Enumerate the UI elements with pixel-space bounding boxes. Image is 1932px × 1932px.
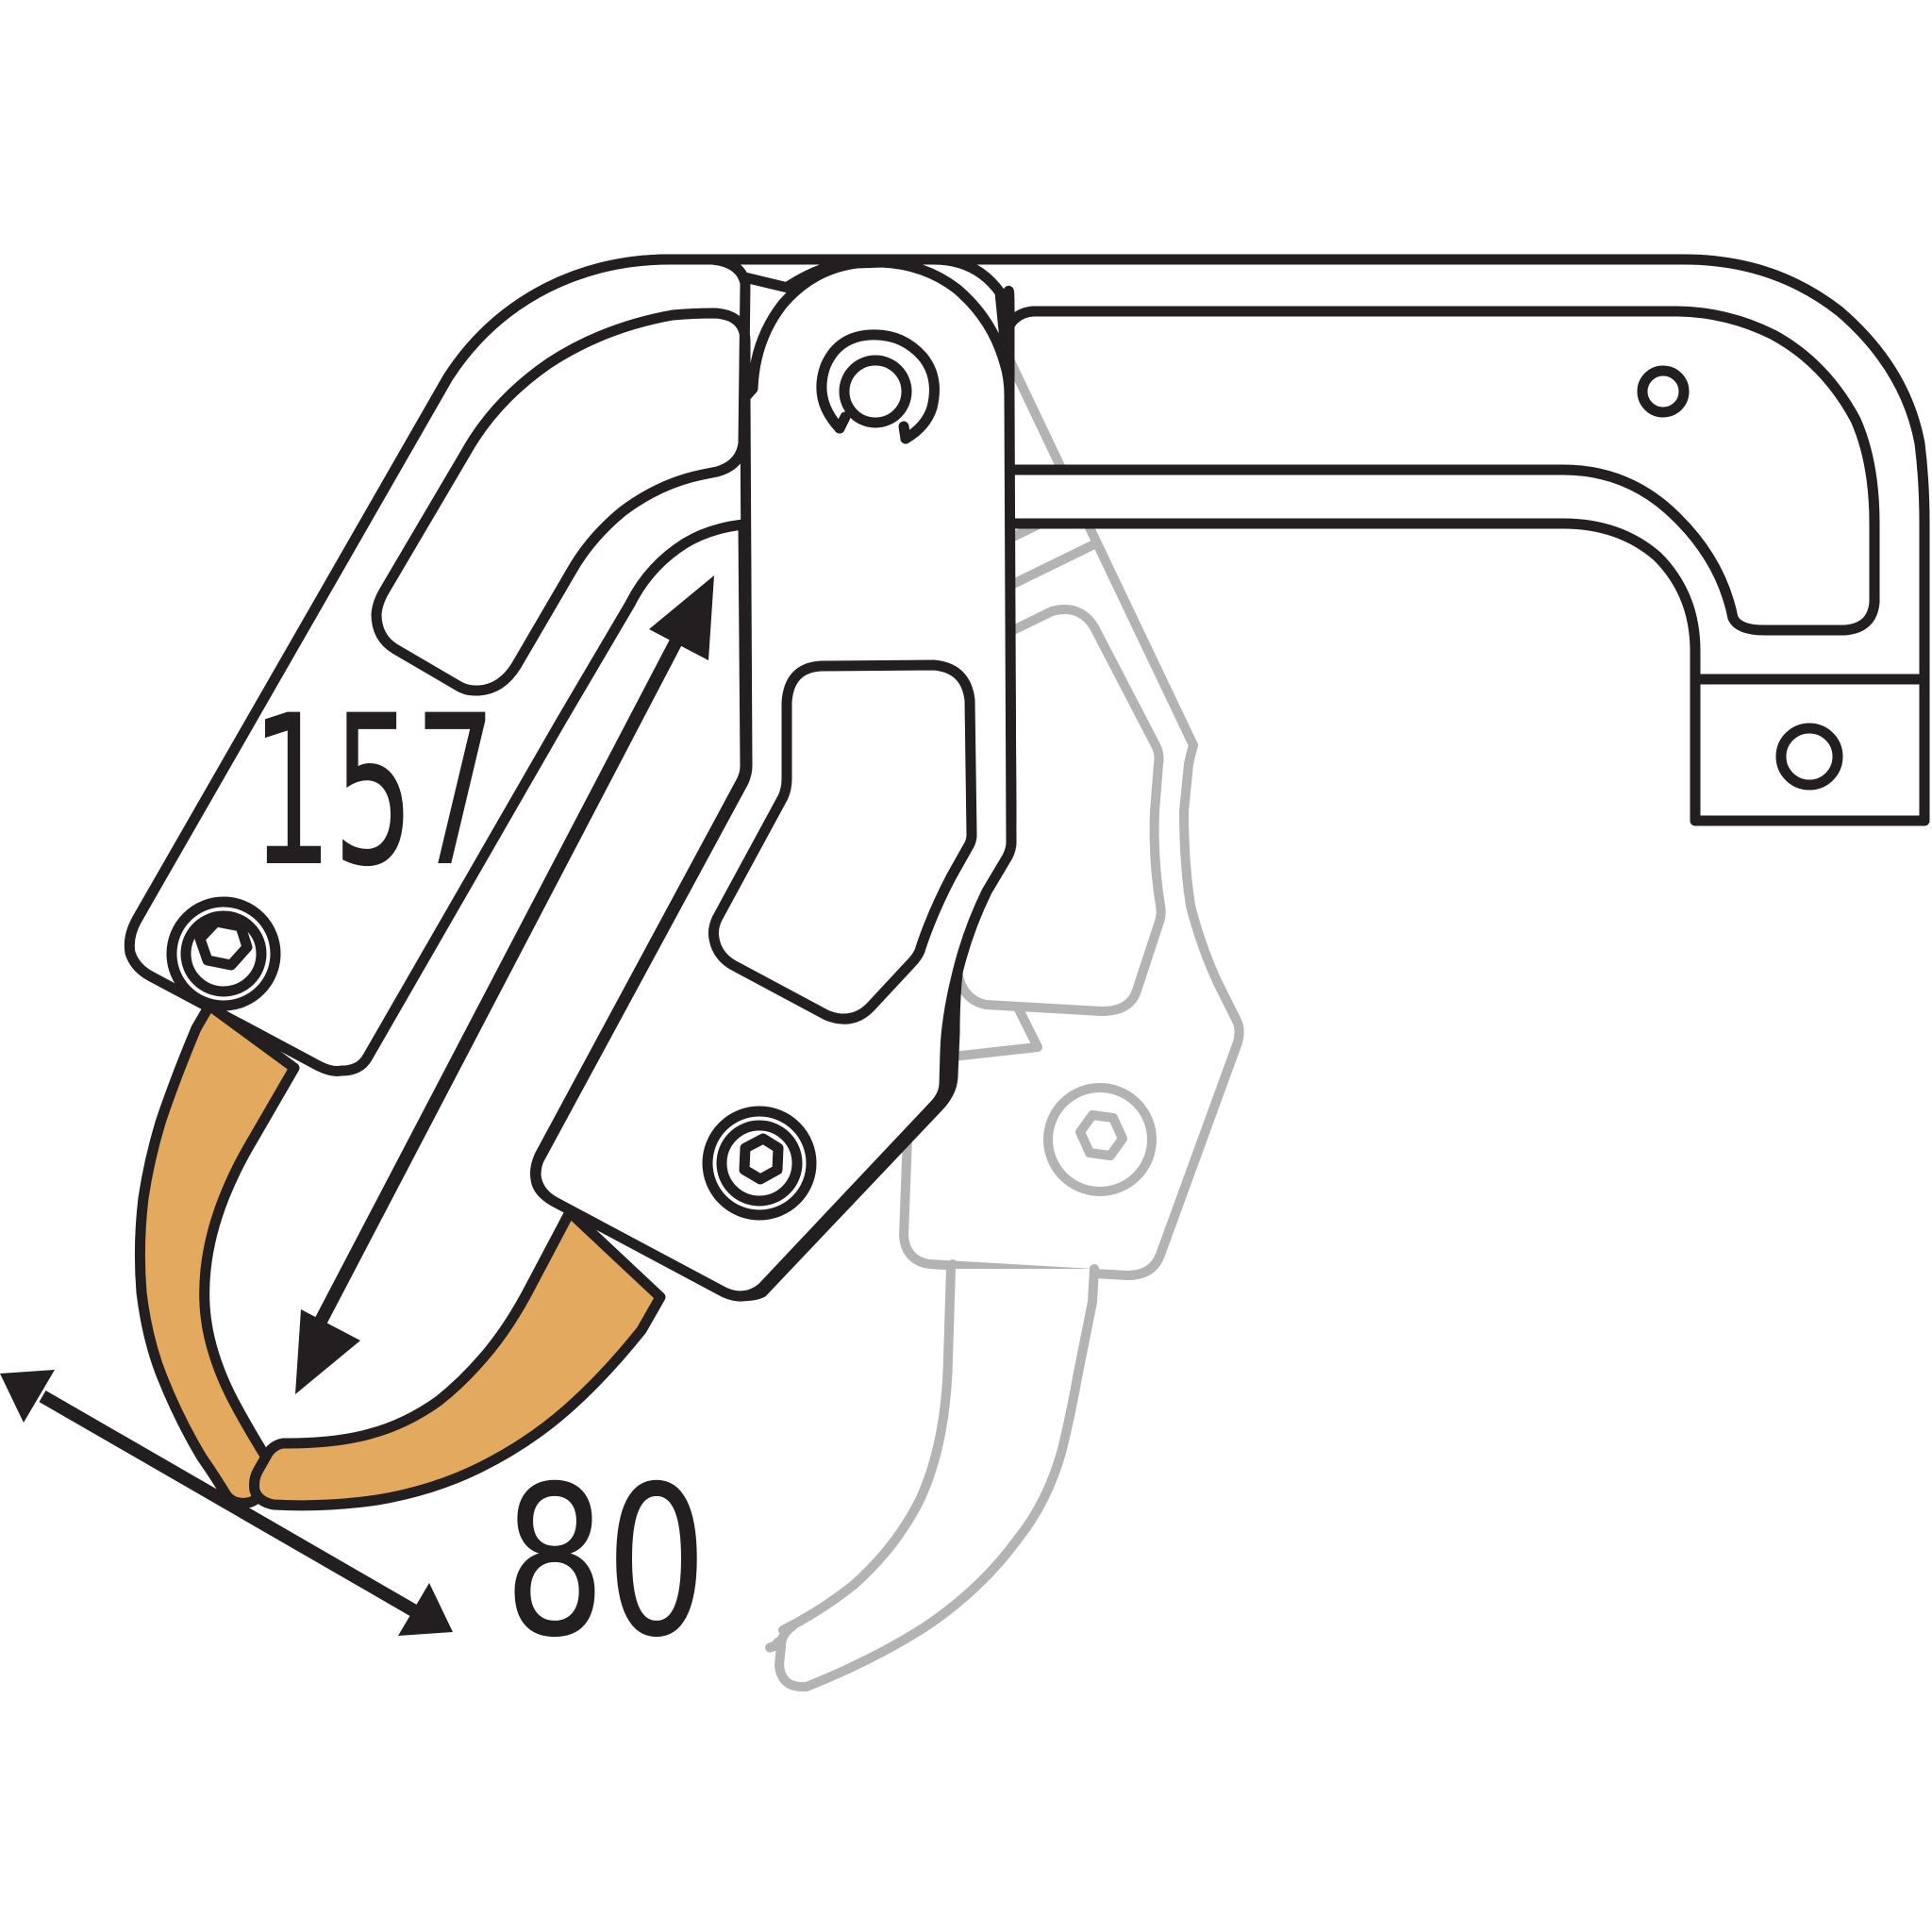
depth-dimension-arrow bbox=[0, 1370, 453, 1636]
dimension-arrows bbox=[0, 575, 714, 1636]
opening-dimension-arrow bbox=[295, 575, 714, 1394]
clamp-lever bbox=[530, 257, 1017, 1302]
opening-dimension-label: 157 bbox=[251, 671, 496, 912]
depth-dimension-label: 80 bbox=[504, 1441, 708, 1683]
upper-jaw-pad bbox=[249, 1207, 666, 1511]
lower-jaw-pad bbox=[134, 1000, 300, 1508]
jaw-pads bbox=[134, 1000, 666, 1511]
